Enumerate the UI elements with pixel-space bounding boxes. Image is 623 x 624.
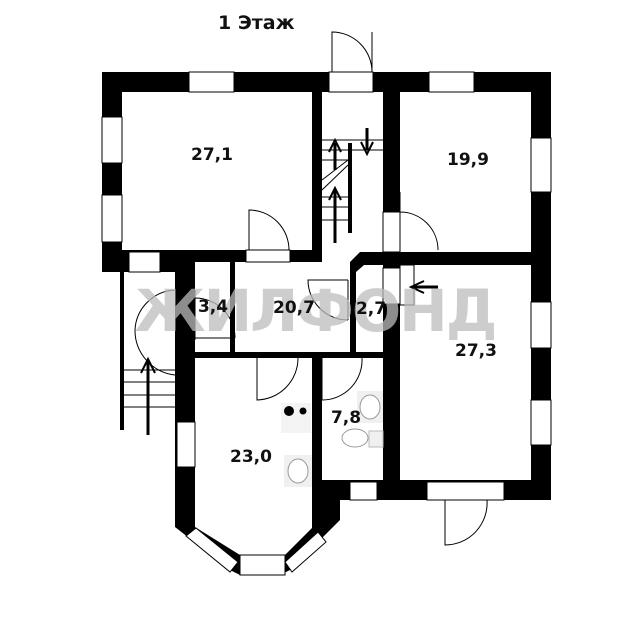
- room-area-label: 19,9: [447, 150, 489, 170]
- doors: [134, 31, 488, 546]
- room-area-label: 7,8: [330, 408, 362, 428]
- room-area-label: 3,4: [197, 297, 229, 317]
- watermark: ЖИЛФОНД: [134, 277, 498, 345]
- room-area-label: 27,3: [455, 341, 497, 361]
- room-area-label: 20,7: [273, 298, 315, 318]
- fixtures: [281, 391, 384, 487]
- room-area-label: 2,7: [355, 299, 387, 319]
- stairs: [120, 128, 438, 435]
- floor-title: 1 Этаж: [218, 12, 295, 34]
- room-area-label: 27,1: [191, 145, 233, 165]
- room-area-label: 23,0: [230, 447, 272, 467]
- windows: [101, 71, 552, 576]
